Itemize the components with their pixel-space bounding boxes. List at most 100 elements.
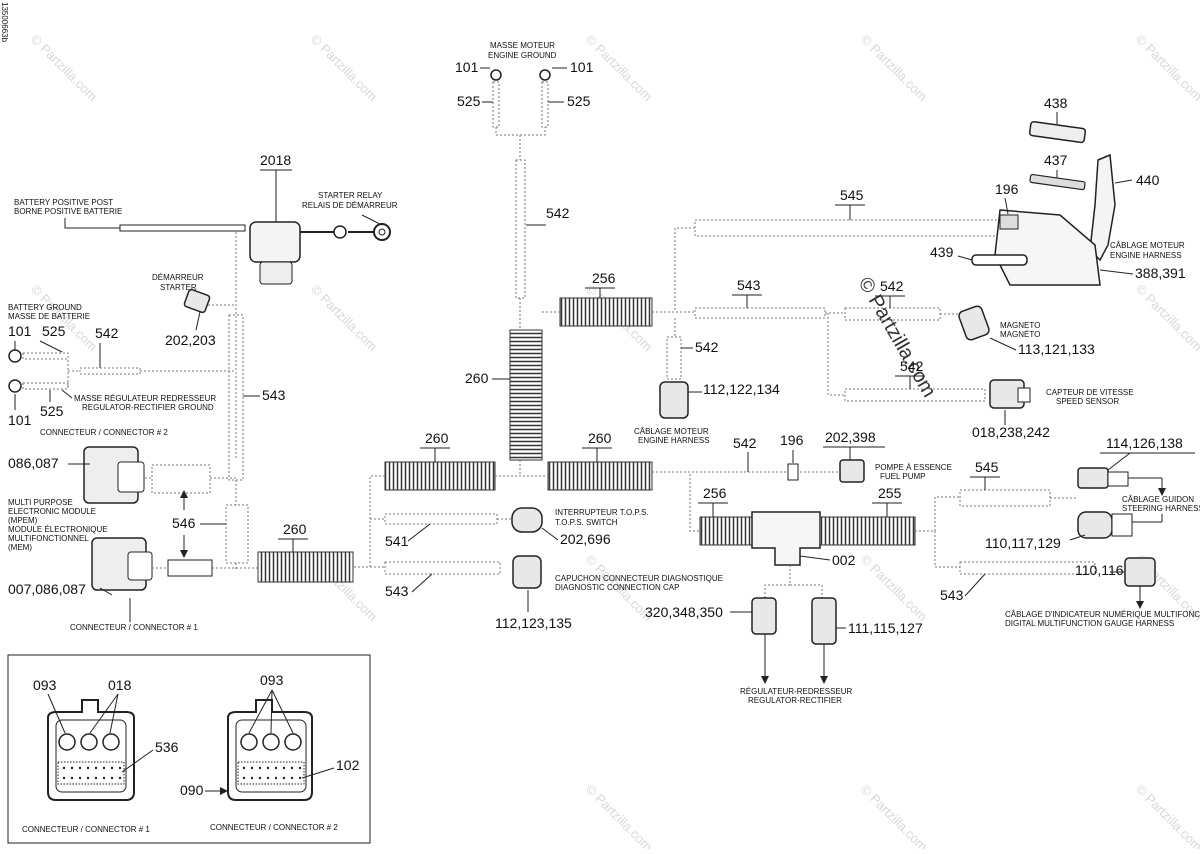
part-202-696: 202,696 bbox=[560, 531, 611, 547]
mpem-group: CONNECTEUR / CONNECTOR # 2 086,087 MULTI… bbox=[8, 428, 258, 632]
part-260-b: 260 bbox=[588, 430, 612, 446]
engine-harness-top-label-fr: CÂBLAGE MOTEUR bbox=[1110, 241, 1185, 250]
mpem-label-2: ELECTRONIC MODULE bbox=[8, 507, 96, 516]
magneto-speed-group: 543 542 MAGNETO MAGNÉTO 113,121,133 542 … bbox=[694, 277, 1134, 440]
wire-543-far bbox=[959, 561, 1096, 575]
starter-relay-group: 2018 STARTER RELAY RELAIS DE DÉMARREUR B… bbox=[14, 152, 398, 460]
tops-switch-connector bbox=[511, 507, 543, 533]
part-541: 541 bbox=[385, 533, 409, 549]
regulator-rectifier-label-en: REGULATOR-RECTIFIER bbox=[748, 696, 842, 705]
part-113-121-133: 113,121,133 bbox=[1018, 341, 1095, 357]
part-114-126-138: 114,126,138 bbox=[1106, 435, 1183, 451]
part-018-238-242: 018,238,242 bbox=[972, 424, 1050, 440]
magneto-label-en: MAGNETO bbox=[1000, 321, 1040, 330]
part-543-bottom: 543 bbox=[385, 583, 409, 599]
regulator-rectifier-label-fr: RÉGULATEUR-REDRESSEUR bbox=[740, 687, 853, 696]
conduit-256-right bbox=[699, 516, 753, 546]
conduit-260-bottom-left bbox=[257, 551, 354, 583]
wire-542-speed bbox=[844, 388, 986, 402]
part-542-mid: 542 bbox=[695, 339, 719, 355]
conduit-260-vertical bbox=[509, 329, 543, 461]
battery-ground-label-en: BATTERY GROUND bbox=[8, 303, 82, 312]
part-439: 439 bbox=[930, 244, 954, 260]
part-101-regulator-ground: 101 bbox=[8, 412, 32, 428]
speed-sensor-label-en: SPEED SENSOR bbox=[1056, 397, 1119, 406]
conduit-256-top bbox=[559, 297, 653, 327]
part-437: 437 bbox=[1044, 152, 1068, 168]
connector-inset: 093 018 536 CONNECTEUR / CONNECTOR # 1 0… bbox=[7, 654, 371, 844]
regulator-ground-label-en: REGULATOR-RECTIFIER GROUND bbox=[82, 403, 214, 412]
part-255: 255 bbox=[878, 485, 902, 501]
connector2-top-label: CONNECTEUR / CONNECTOR # 2 bbox=[40, 428, 168, 437]
part-543-left: 543 bbox=[262, 387, 286, 403]
main-harness-group: 260 260 260 260 256 bbox=[257, 270, 695, 583]
fuel-pump-label-en: FUEL PUMP bbox=[880, 472, 926, 481]
part-256-top: 256 bbox=[592, 270, 616, 286]
watermark: © Partzilla.com bbox=[583, 782, 656, 849]
steering-harness-label-en: STEERING HARNESS bbox=[1122, 504, 1200, 513]
part-543-far: 543 bbox=[940, 587, 964, 603]
engine-harness-top-label-en: ENGINE HARNESS bbox=[1110, 251, 1182, 260]
part-438-cover bbox=[1028, 120, 1087, 144]
conduit-260-right bbox=[547, 461, 653, 491]
magneto-label-fr: MAGNÉTO bbox=[1000, 330, 1040, 339]
fuel-pump-group: 542 196 202,398 POMPE À ESSENCE FUEL PUM… bbox=[652, 429, 952, 483]
wire-542-mid bbox=[666, 336, 682, 380]
steering-gauge-group: 545 114,126,138 CÂBLAGE GUIDON STEERING … bbox=[940, 435, 1200, 628]
wire-543-top bbox=[694, 307, 826, 319]
part-439-strip bbox=[971, 254, 1028, 266]
engine-harness-group: 545 438 437 440 196 439 CÂBLAGE MOTEUR E… bbox=[674, 95, 1186, 312]
part-440: 440 bbox=[1136, 172, 1160, 188]
fuel-pump-fuse-196 bbox=[787, 463, 799, 481]
speed-sensor-label-fr: CAPTEUR DE VITESSE bbox=[1046, 388, 1134, 397]
part-542-battery-ground: 542 bbox=[95, 325, 119, 341]
part-002: 002 bbox=[832, 552, 856, 568]
inset-connector2-label: CONNECTEUR / CONNECTOR # 2 bbox=[210, 823, 338, 832]
watermark: © Partzilla.com bbox=[1133, 782, 1200, 849]
part-196-top: 196 bbox=[995, 181, 1019, 197]
tops-switch-label-en: T.O.P.S. SWITCH bbox=[555, 518, 618, 527]
part-256-right: 256 bbox=[703, 485, 727, 501]
inset-connector1-label: CONNECTEUR / CONNECTOR # 1 bbox=[22, 825, 150, 834]
conduit-260-left bbox=[384, 461, 496, 491]
diag-cap-label-fr: CAPUCHON CONNECTEUR DIAGNOSTIQUE bbox=[555, 574, 723, 583]
part-101-left: 101 bbox=[455, 59, 479, 75]
part-388-391: 388,391 bbox=[1135, 265, 1186, 281]
watermark: © Partzilla.com bbox=[858, 782, 931, 849]
mpem-label-5: MULTIFONCTIONNEL bbox=[8, 534, 89, 543]
watermark: © Partzilla.com bbox=[858, 552, 931, 625]
mpem-label-3: (MPEM) bbox=[8, 516, 38, 525]
steering-harness-label-fr: CÂBLAGE GUIDON bbox=[1122, 495, 1194, 504]
part-320-348-350: 320,348,350 bbox=[645, 604, 723, 620]
starter-label-en: STARTER bbox=[160, 283, 197, 292]
inset1-part-093: 093 bbox=[33, 677, 57, 693]
part-112-123-135: 112,123,135 bbox=[495, 615, 572, 631]
battery-positive-cable bbox=[119, 224, 246, 232]
part-546: 546 bbox=[172, 515, 196, 531]
part-202-398: 202,398 bbox=[825, 429, 876, 445]
part-111-115-127: 111,115,127 bbox=[848, 620, 923, 636]
part-525-right: 525 bbox=[567, 93, 591, 109]
starter-group: DÉMARREUR STARTER 202,203 bbox=[152, 273, 236, 348]
gauge-connector bbox=[1124, 557, 1156, 587]
ground-wire-right bbox=[541, 81, 549, 128]
part-202-203: 202,203 bbox=[165, 332, 216, 348]
watermark: © Partzilla.com bbox=[308, 282, 381, 355]
part-196-fuel: 196 bbox=[780, 432, 804, 448]
inset2-part-102: 102 bbox=[336, 757, 360, 773]
ground-eyelet-regulator bbox=[8, 379, 22, 393]
gauge-harness-label-en: DIGITAL MULTIFUNCTION GAUGE HARNESS bbox=[1005, 619, 1174, 628]
inset2-part-090: 090 bbox=[180, 782, 204, 798]
part-101-battery-ground: 101 bbox=[8, 323, 32, 339]
engine-harness-mid-label-fr: CÂBLAGE MOTEUR bbox=[634, 427, 709, 436]
starter-relay-label-en: STARTER RELAY bbox=[318, 191, 383, 200]
engine-harness-mid-connector bbox=[659, 381, 689, 419]
conduit-255 bbox=[819, 516, 916, 546]
wire-543-bottom bbox=[384, 561, 501, 575]
steering-connector-a bbox=[1077, 467, 1109, 489]
part-260-center: 260 bbox=[465, 370, 489, 386]
watermark: © Partzilla.com bbox=[308, 32, 381, 105]
ground-wire-left bbox=[492, 81, 500, 128]
